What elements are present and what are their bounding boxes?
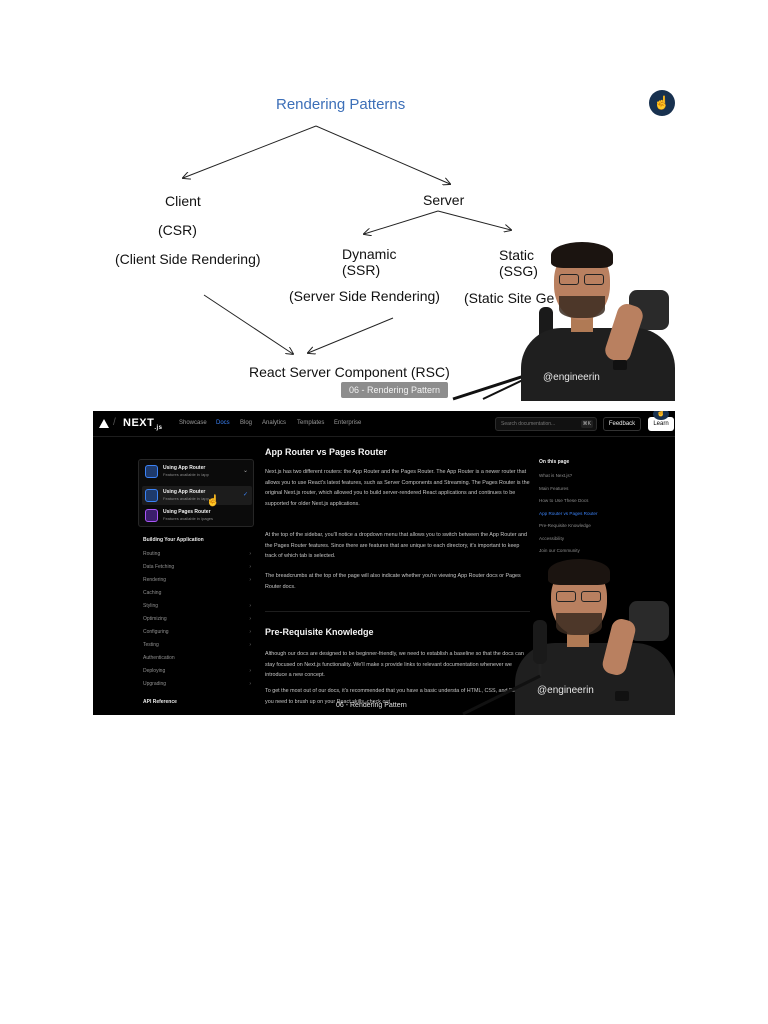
heading-prereq: Pre-Requisite Knowledge	[265, 627, 374, 637]
app-router-icon	[145, 465, 158, 478]
toc-item[interactable]: Main Features	[539, 486, 569, 491]
chevron-right-icon: ›	[249, 564, 251, 570]
sidebar-item-styling[interactable]: Styling›	[143, 603, 251, 609]
client-label: Client	[165, 193, 201, 209]
docs-frame: / NEXT.js Showcase Docs Blog Analytics T…	[93, 411, 675, 715]
app-router-icon	[145, 489, 158, 502]
video-caption: 06 - Rendering Pattern	[341, 382, 449, 398]
chevron-right-icon: ›	[249, 642, 251, 648]
sidebar-item-testing[interactable]: Testing›	[143, 642, 251, 648]
video-caption: 06 - Rendering Pattern	[336, 702, 407, 709]
divider	[265, 611, 530, 612]
dynamic-label: Dynamic	[342, 246, 397, 262]
toc-item[interactable]: Accessibility	[539, 536, 565, 541]
csr-label: (CSR)	[158, 222, 197, 238]
router-dropdown[interactable]: Using App Router Features available in /…	[138, 459, 254, 527]
nav-link-docs[interactable]: Docs	[216, 420, 230, 426]
dropdown-option-pages-router[interactable]: Using Pages Router Features available in…	[142, 506, 252, 525]
paragraph-routers: Next.js has two different routers: the A…	[265, 469, 530, 507]
paragraph-dropdown: At the top of the sidebar, you'll notice…	[265, 532, 528, 560]
chevron-right-icon: ›	[249, 668, 251, 674]
toc-item[interactable]: What is Next.js?	[539, 473, 573, 478]
static-label: Static	[499, 247, 535, 263]
toc-item[interactable]: How to Use These Docs	[539, 498, 589, 503]
rsc-label: React Server Component (RSC)	[249, 364, 450, 380]
shirt-text: @engineerin	[537, 685, 594, 696]
dropdown-option-title: Using App Router	[163, 489, 206, 495]
ssg-label: (SSG)	[499, 263, 538, 279]
chevron-right-icon: ›	[249, 603, 251, 609]
sidebar-item-optimizing[interactable]: Optimizing›	[143, 616, 251, 622]
toc-item[interactable]: Pre-Requisite Knowledge	[539, 523, 591, 528]
slide-frame: Rendering Patterns Client (CSR) (Client …	[93, 88, 675, 401]
sidebar-item-rendering[interactable]: Rendering›	[143, 577, 251, 583]
nav-link-analytics[interactable]: Analytics	[262, 420, 287, 426]
microphone-icon	[462, 620, 547, 715]
dropdown-option-app-router[interactable]: Using App Router Features available in /…	[142, 486, 252, 505]
server-desc: (Server Side Rendering)	[289, 288, 440, 304]
channel-logo-icon: ☝	[649, 90, 675, 116]
heading-app-router: App Router vs Pages Router	[265, 447, 388, 457]
slide-title: Rendering Patterns	[276, 96, 406, 113]
check-icon: ✓	[242, 492, 248, 498]
dropdown-title: Using App Router	[163, 465, 206, 471]
chevron-right-icon: ›	[249, 616, 251, 622]
paragraph-breadcrumbs: The breadcrumbs at the top of the page w…	[265, 573, 521, 590]
shirt-text: @engineerin	[543, 372, 600, 383]
nextjs-logo[interactable]: NEXT.js	[123, 417, 163, 432]
server-label: Server	[423, 192, 465, 208]
sidebar-heading: Building Your Application	[143, 537, 204, 543]
nav-link-templates[interactable]: Templates	[297, 420, 325, 426]
feedback-button[interactable]: Feedback	[603, 417, 641, 431]
nav-link-blog[interactable]: Blog	[240, 420, 253, 426]
dropdown-option-subtitle: Features available in /pages	[163, 516, 214, 521]
dropdown-subtitle: Features available in /app	[163, 472, 209, 477]
nav-link-showcase[interactable]: Showcase	[179, 420, 207, 426]
chevron-down-icon: ⌄	[242, 468, 248, 474]
sidebar-item-authentication[interactable]: Authentication	[143, 655, 175, 661]
diagram-arrows	[93, 125, 675, 401]
sidebar-item-data-fetching[interactable]: Data Fetching›	[143, 564, 251, 570]
search-shortcut: ⌘K	[580, 420, 593, 428]
toc-item-active[interactable]: App Router vs Pages Router	[539, 511, 598, 516]
presenter-video: @engineerin	[511, 236, 675, 401]
client-desc: (Client Side Rendering)	[115, 251, 261, 267]
ssr-label: (SSR)	[342, 262, 381, 278]
pages-router-icon	[145, 509, 158, 522]
toc-item[interactable]: Join our Community	[539, 548, 580, 553]
hand-cursor-icon: ☝	[206, 495, 220, 507]
static-desc: (Static Site Ge	[464, 290, 555, 306]
dropdown-option-subtitle: Features available in /app	[163, 496, 209, 501]
sidebar-item-routing[interactable]: Routing›	[143, 551, 251, 557]
vercel-logo-icon[interactable]	[99, 419, 109, 428]
sidebar-item-deploying[interactable]: Deploying›	[143, 668, 251, 674]
sidebar-item-configuring[interactable]: Configuring›	[143, 629, 251, 635]
nav-link-enterprise[interactable]: Enterprise	[334, 420, 362, 426]
chevron-right-icon: ›	[249, 577, 251, 583]
paragraph-basics: To get the most out of our docs, it's re…	[265, 688, 530, 705]
nav-separator: /	[113, 417, 116, 428]
search-input[interactable]: Search documentation... ⌘K	[495, 417, 597, 431]
sidebar-item-upgrading[interactable]: Upgrading›	[143, 681, 251, 687]
dropdown-option-title: Using Pages Router	[163, 509, 211, 515]
sidebar-api-reference[interactable]: API Reference	[143, 699, 177, 705]
chevron-right-icon: ›	[249, 681, 251, 687]
chevron-right-icon: ›	[249, 551, 251, 557]
router-select-current[interactable]: Using App Router Features available in /…	[142, 462, 252, 481]
paragraph-beginner: Although our docs are designed to be beg…	[265, 651, 524, 679]
learn-button[interactable]: Learn	[648, 417, 674, 431]
sidebar-item-caching[interactable]: Caching	[143, 590, 162, 596]
top-navbar: / NEXT.js Showcase Docs Blog Analytics T…	[93, 411, 675, 437]
toc-heading: On this page	[539, 459, 570, 465]
channel-logo-icon: ☝	[653, 411, 669, 420]
chevron-right-icon: ›	[249, 629, 251, 635]
